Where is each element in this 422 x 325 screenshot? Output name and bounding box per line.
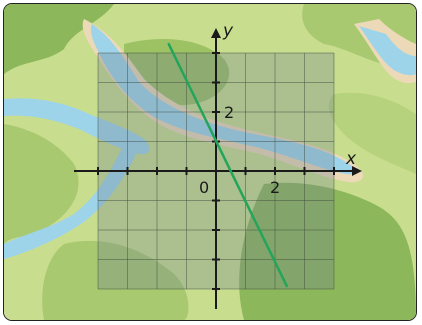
river <box>90 24 356 175</box>
river-branch <box>4 144 136 259</box>
land-patch-mid <box>4 124 79 244</box>
tick-labels: 0 2 2 <box>199 103 280 197</box>
land-patch-mid <box>42 240 189 320</box>
axes <box>74 28 362 309</box>
axis-ticks <box>97 52 335 290</box>
map-background <box>4 4 416 320</box>
sand-bank <box>82 19 364 183</box>
figure-frame: x y 0 2 2 <box>3 3 417 321</box>
river-branch <box>4 98 150 155</box>
y-axis-arrowhead <box>211 28 221 38</box>
coordinate-figure: x y 0 2 2 <box>4 4 416 320</box>
series-layer <box>167 42 289 288</box>
y-tick-label: 2 <box>224 103 234 122</box>
river <box>359 26 416 76</box>
x-tick-label: 0 <box>199 178 209 197</box>
land-patch-light <box>328 92 416 174</box>
land-patch-dark <box>239 182 416 320</box>
y-axis-label: y <box>222 21 234 41</box>
x-axis-arrowhead <box>352 166 362 176</box>
x-axis-label: x <box>345 149 357 169</box>
graph-line <box>167 42 289 288</box>
labels: x y <box>222 21 357 169</box>
x-tick-label: 2 <box>270 178 280 197</box>
